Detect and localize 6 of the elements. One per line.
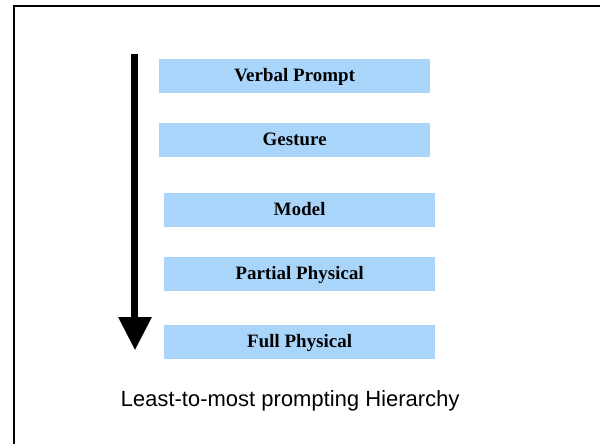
level-box: Verbal Prompt bbox=[159, 59, 430, 93]
level-box: Full Physical bbox=[164, 325, 435, 359]
level-box: Model bbox=[164, 193, 435, 227]
caption: Least-to-most prompting Hierarchy bbox=[120, 386, 460, 412]
level-box: Gesture bbox=[159, 123, 430, 157]
level-box: Partial Physical bbox=[164, 257, 435, 291]
